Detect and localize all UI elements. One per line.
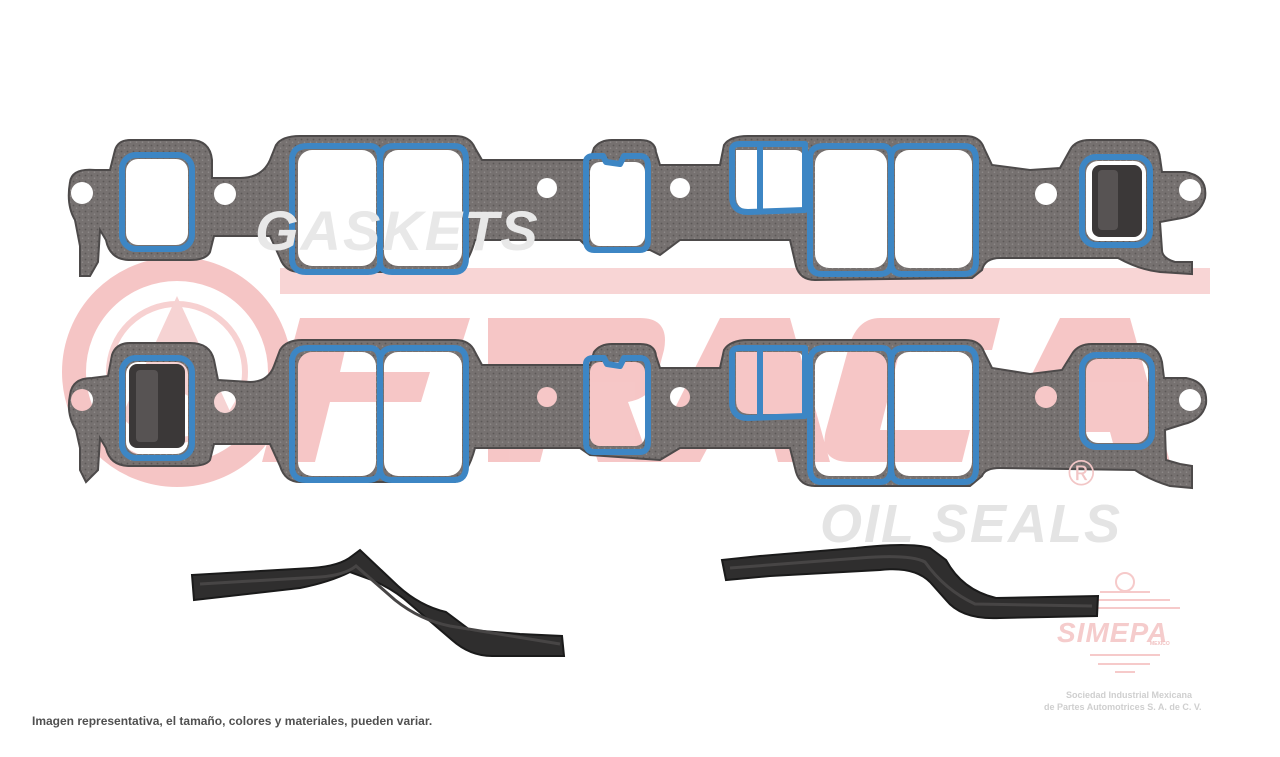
watermark-gaskets-text: GASKETS bbox=[255, 199, 540, 262]
end-seal-left-ridge bbox=[199, 564, 561, 646]
simepa-logo-lines-bottom bbox=[1090, 654, 1160, 673]
heat-crossover-seal bbox=[729, 141, 808, 215]
watermark-oil-seals-text: OIL SEALS bbox=[820, 494, 1123, 554]
port-seal-end bbox=[1079, 352, 1155, 450]
center-port-seal bbox=[583, 355, 651, 455]
plate-highlight bbox=[136, 370, 158, 442]
port-seal-pair bbox=[289, 143, 469, 275]
simepa-logo-small-text: MEXICO bbox=[1150, 641, 1170, 647]
blue-bead-seals bbox=[119, 345, 1155, 485]
port-seal bbox=[119, 355, 195, 461]
simepa-logo-text: SIMEPA bbox=[1057, 617, 1169, 648]
gasket-body bbox=[67, 339, 1208, 490]
port-seal-pair-right bbox=[807, 345, 979, 485]
port-seal bbox=[119, 152, 195, 252]
plate-highlight bbox=[1098, 170, 1118, 230]
center-port-seal bbox=[583, 153, 651, 253]
intake-gasket-bottom bbox=[67, 339, 1208, 490]
end-seal-right-ridge bbox=[729, 555, 1093, 608]
heat-crossover-seal bbox=[729, 345, 808, 421]
simepa-logo-gear bbox=[1115, 572, 1135, 592]
company-name-line-1: Sociedad Industrial Mexicana bbox=[1066, 690, 1193, 700]
port-seal-end bbox=[1079, 154, 1153, 248]
intake-gasket-top bbox=[67, 135, 1207, 282]
registered-mark: ® bbox=[1068, 452, 1095, 493]
gasket-body bbox=[67, 135, 1207, 282]
disclaimer-text: Imagen representativa, el tamaño, colore… bbox=[32, 714, 433, 728]
port-seal-pair bbox=[289, 345, 469, 483]
end-seal-right bbox=[720, 544, 1100, 620]
end-seal-left bbox=[190, 548, 566, 657]
company-name-line-2: de Partes Automotrices S. A. de C. V. bbox=[1044, 702, 1202, 712]
blue-bead-seals bbox=[119, 141, 1153, 277]
port-seal-pair-right bbox=[807, 143, 979, 277]
